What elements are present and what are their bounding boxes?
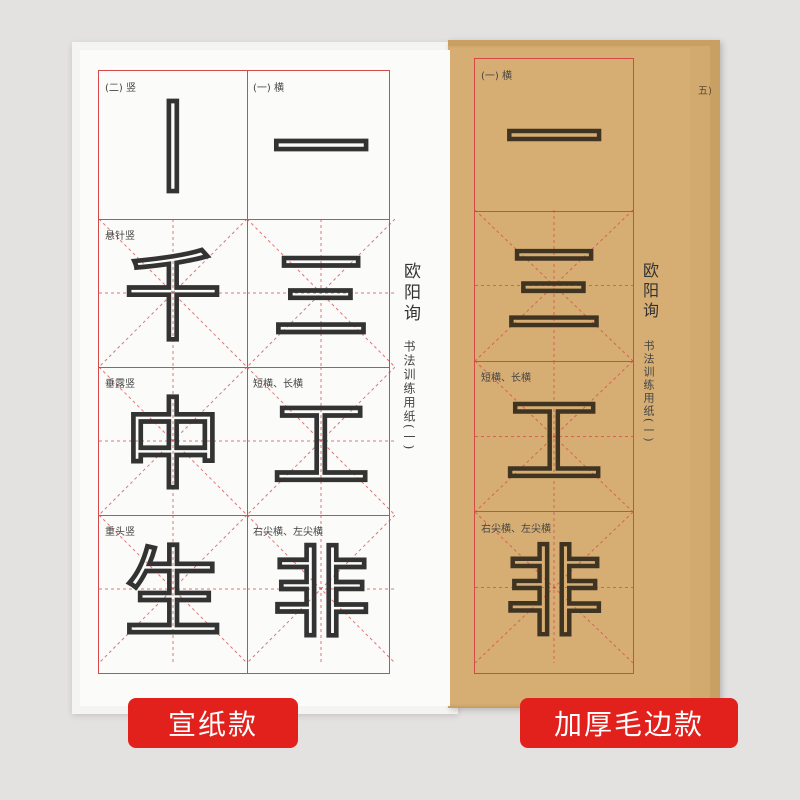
tracing-character: 一	[271, 92, 371, 207]
mi-grid-guides	[475, 512, 633, 663]
practice-cell: 三	[475, 210, 633, 361]
practice-cell: 悬针竖千	[99, 219, 247, 367]
xuan-paper-tag: 宣纸款	[128, 698, 298, 748]
mi-grid-guides	[475, 210, 633, 361]
practice-cell: 右尖横、左尖横非	[247, 515, 395, 663]
practice-cell: 右尖横、左尖横非	[475, 512, 633, 663]
practice-cell: (二) 竖丨	[99, 71, 247, 219]
stroke-label: (一) 横	[481, 71, 512, 82]
tracing-character: 三	[504, 232, 603, 348]
stroke-label: (二) 竖	[105, 83, 136, 94]
tracing-character: 一	[504, 81, 603, 197]
mi-grid-guides	[99, 219, 247, 367]
mi-grid-guides	[247, 367, 395, 515]
stroke-label: 短横、长横	[253, 379, 303, 390]
mi-grid-guides	[475, 361, 633, 512]
stroke-label: 右尖横、左尖横	[481, 524, 551, 535]
practice-cell: 重头竖生	[99, 515, 247, 663]
edge-tab-label: 五)	[698, 86, 712, 97]
tracing-character: 中	[123, 388, 223, 503]
mi-grid-guides	[99, 367, 247, 515]
mi-grid-guides	[247, 219, 395, 367]
practice-cell: 三	[247, 219, 395, 367]
practice-cell: 垂露竖中	[99, 367, 247, 515]
tracing-character: 生	[123, 536, 223, 651]
mi-grid-guides	[247, 515, 395, 663]
stroke-label: 垂露竖	[105, 379, 135, 390]
white-side-title: 欧阳询	[400, 262, 420, 325]
practice-cell: 短横、长横工	[475, 361, 633, 512]
stroke-label: 右尖横、左尖横	[253, 527, 323, 538]
tracing-character: 千	[123, 240, 223, 355]
tan-side-title: 欧阳询	[640, 262, 659, 322]
practice-cell: 短横、长横工	[247, 367, 395, 515]
tracing-character: 丨	[123, 92, 223, 207]
tan-side-subtitle: 书法训练用纸(一)	[642, 340, 655, 444]
thick-paper-tag: 加厚毛边款	[520, 698, 738, 748]
stroke-label: 重头竖	[105, 527, 135, 538]
grid-divider	[99, 515, 389, 516]
tracing-character: 非	[504, 534, 603, 650]
stroke-label: 悬针竖	[105, 231, 135, 242]
tracing-character: 非	[271, 536, 371, 651]
tracing-character: 三	[271, 240, 371, 355]
stroke-label: (一) 横	[253, 83, 284, 94]
grid-divider	[247, 71, 248, 673]
grid-divider	[99, 219, 389, 220]
practice-cell: (一) 横一	[475, 59, 633, 210]
grid-divider	[99, 367, 389, 368]
tracing-character: 工	[504, 383, 603, 499]
stroke-label: 短横、长横	[481, 373, 531, 384]
tan-paper-sheet	[450, 48, 690, 704]
white-side-subtitle: 书法训练用纸(一)	[402, 340, 416, 452]
tracing-character: 工	[271, 388, 371, 503]
practice-cell: (一) 横一	[247, 71, 395, 219]
mi-grid-guides	[99, 515, 247, 663]
white-paper-sheet	[80, 50, 450, 706]
